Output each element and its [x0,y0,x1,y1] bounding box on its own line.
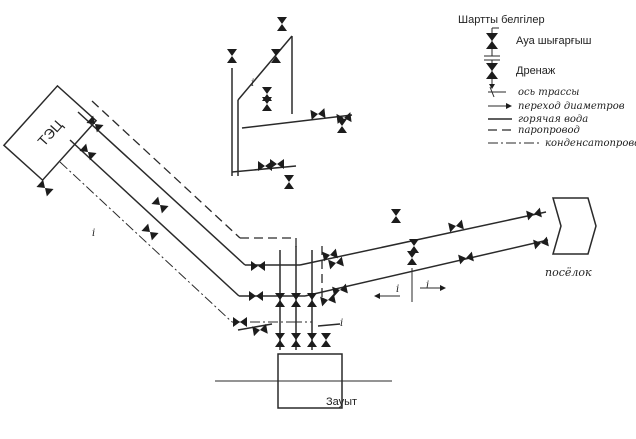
legend-drain-label: Дренаж [516,65,556,77]
valve-icon [151,196,169,214]
valve-icon [291,333,301,347]
legend-drain-symbol [484,59,500,89]
valve-icon [337,119,347,133]
valve-icon [262,97,272,111]
valve-icon [533,236,549,250]
valve-icon [270,159,284,169]
valve-icon [79,143,97,161]
valve-icon [322,248,338,262]
legend-air-vent-symbol [484,27,500,57]
valve-icon [258,161,272,171]
valve-icon [227,49,237,63]
factory-label: Зауыт [326,396,357,408]
legend-route-axis-label: ось трассы [518,87,579,98]
valve-icon [448,219,464,233]
legend-condensate-label: конденсатопровод [545,138,636,149]
valve-icon [328,256,344,270]
settlement-label: посёлок [545,266,592,279]
valve-icon [275,293,285,307]
valve-icon [284,175,294,189]
valve-icon [249,291,263,301]
slope-label-2: i [426,280,429,291]
valve-icon [233,317,247,327]
slope-label-4: i [92,228,95,239]
valve-icon [458,251,474,265]
slope-arrows [374,268,446,302]
valve-icon [391,209,401,223]
legend-steam-label: паропровод [518,125,580,136]
settlement: посёлок [545,197,597,279]
valve-icon [277,17,287,31]
slope-label-1: i [396,284,399,295]
valve-icon [252,323,268,337]
valve-icon [86,115,104,133]
legend-route-axis-symbol [488,86,506,98]
valve-icon [409,239,419,253]
slope-label-3: i [340,318,343,329]
valve-icon [141,223,159,241]
valve-icon [332,283,348,297]
valve-icon [320,293,336,307]
legend-air-vent-label: Ауа шығарғыш [516,35,592,47]
valve-icon [291,293,301,307]
tec-label: ТЭЦ [34,116,66,149]
factory: Зауыт [215,353,392,409]
valve-icon [526,207,542,221]
valve-icon [407,251,417,265]
legend-hot-water-label: горячая вода [518,114,588,125]
pipelines [59,35,549,350]
valve-icon [307,293,317,307]
valve-icon [36,179,54,197]
legend-diameter-change-symbol [488,103,512,109]
valve-icon [310,108,326,120]
legend-diameter-change-label: переход диаметров [518,101,625,112]
legend-title: Шартты белгілер [458,14,545,26]
valve-icon [321,333,331,347]
valve-icon [271,49,281,63]
valve-icon [251,261,265,271]
valve-icon [307,333,317,347]
slope-label-5: i [251,78,254,89]
valve-icon [275,333,285,347]
valves [36,17,549,347]
tec-building: ТЭЦ [2,84,98,182]
legend: Шартты белгілер Ауа шығарғыш Дренаж ось … [458,14,636,149]
